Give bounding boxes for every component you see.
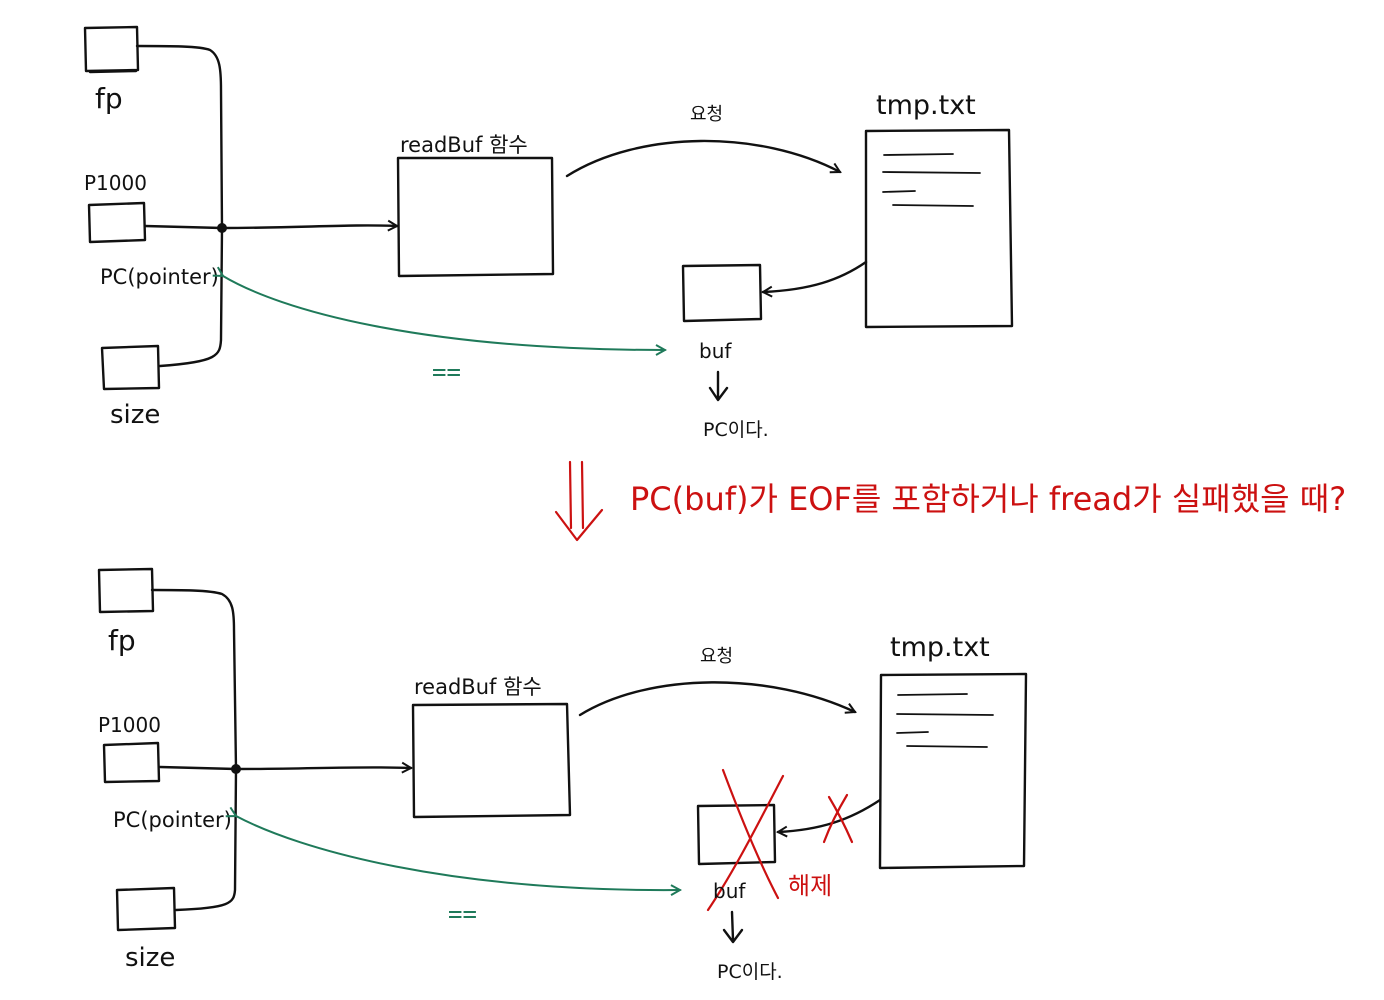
bottom-pc-label: PC(pointer): [113, 808, 232, 832]
top-down-arrow: [708, 370, 729, 402]
bottom-file-box: [878, 672, 1028, 870]
top-size-label: size: [110, 400, 160, 430]
top-buf-label: buf: [699, 339, 732, 363]
bottom-arrow-cross-mark: [822, 793, 854, 844]
top-file-box: [864, 128, 1014, 329]
top-request-label: 요청: [690, 104, 723, 125]
bottom-fp-box: [97, 567, 155, 614]
bottom-diagram: fp P1000 PC(pointer) size readBuf 함수 요청: [97, 567, 1028, 983]
bottom-p1000-box: [102, 741, 161, 784]
bottom-p1000-label: P1000: [98, 713, 161, 737]
top-fp-box: [83, 25, 140, 74]
bottom-request-label: 요청: [700, 646, 733, 667]
bottom-eq-label: ==: [448, 900, 477, 928]
bottom-request-arrow: [578, 681, 855, 717]
transition-double-arrow: [554, 460, 604, 542]
top-p1000-label: P1000: [84, 171, 147, 195]
top-equality-arrow: [223, 276, 665, 350]
bottom-size-label: size: [125, 943, 175, 973]
transition-text: PC(buf)가 EOF를 포함하거나 fread가 실패했을 때?: [630, 480, 1346, 518]
top-size-box: [100, 344, 161, 391]
bottom-equality-arrow: [236, 816, 680, 890]
top-func-label: readBuf 함수: [400, 133, 528, 157]
top-pc-label: PC(pointer): [100, 265, 219, 289]
bottom-buf-box: [696, 803, 777, 866]
bottom-file-label: tmp.txt: [890, 632, 990, 663]
bottom-size-box: [115, 886, 177, 932]
bottom-fp-label: fp: [108, 624, 136, 657]
bottom-buf-cross-mark: [706, 768, 785, 912]
top-file-label: tmp.txt: [876, 90, 976, 121]
top-readbuf-box: [396, 156, 555, 278]
top-request-arrow: [565, 139, 840, 178]
top-eq-label: ==: [432, 358, 461, 386]
transition-section: PC(buf)가 EOF를 포함하거나 fread가 실패했을 때?: [554, 460, 1346, 542]
top-p1000-box: [87, 201, 147, 244]
bottom-func-label: readBuf 함수: [414, 675, 542, 699]
top-fp-label: fp: [95, 82, 123, 115]
top-connector-bus: [135, 44, 397, 368]
bottom-down-arrow: [722, 910, 744, 944]
bottom-file-to-buf-arrow: [778, 798, 882, 832]
top-file-to-buf-arrow: [763, 260, 868, 292]
top-pc-note: PC이다.: [703, 419, 769, 441]
bottom-readbuf-box: [411, 702, 572, 819]
bottom-free-label: 해제: [788, 872, 832, 900]
top-buf-box: [681, 263, 763, 323]
bottom-pc-note: PC이다.: [717, 961, 783, 983]
bottom-buf-label: buf: [713, 879, 746, 903]
top-diagram: fp P1000 PC(pointer) size readBuf 함수 요청: [83, 25, 1014, 441]
